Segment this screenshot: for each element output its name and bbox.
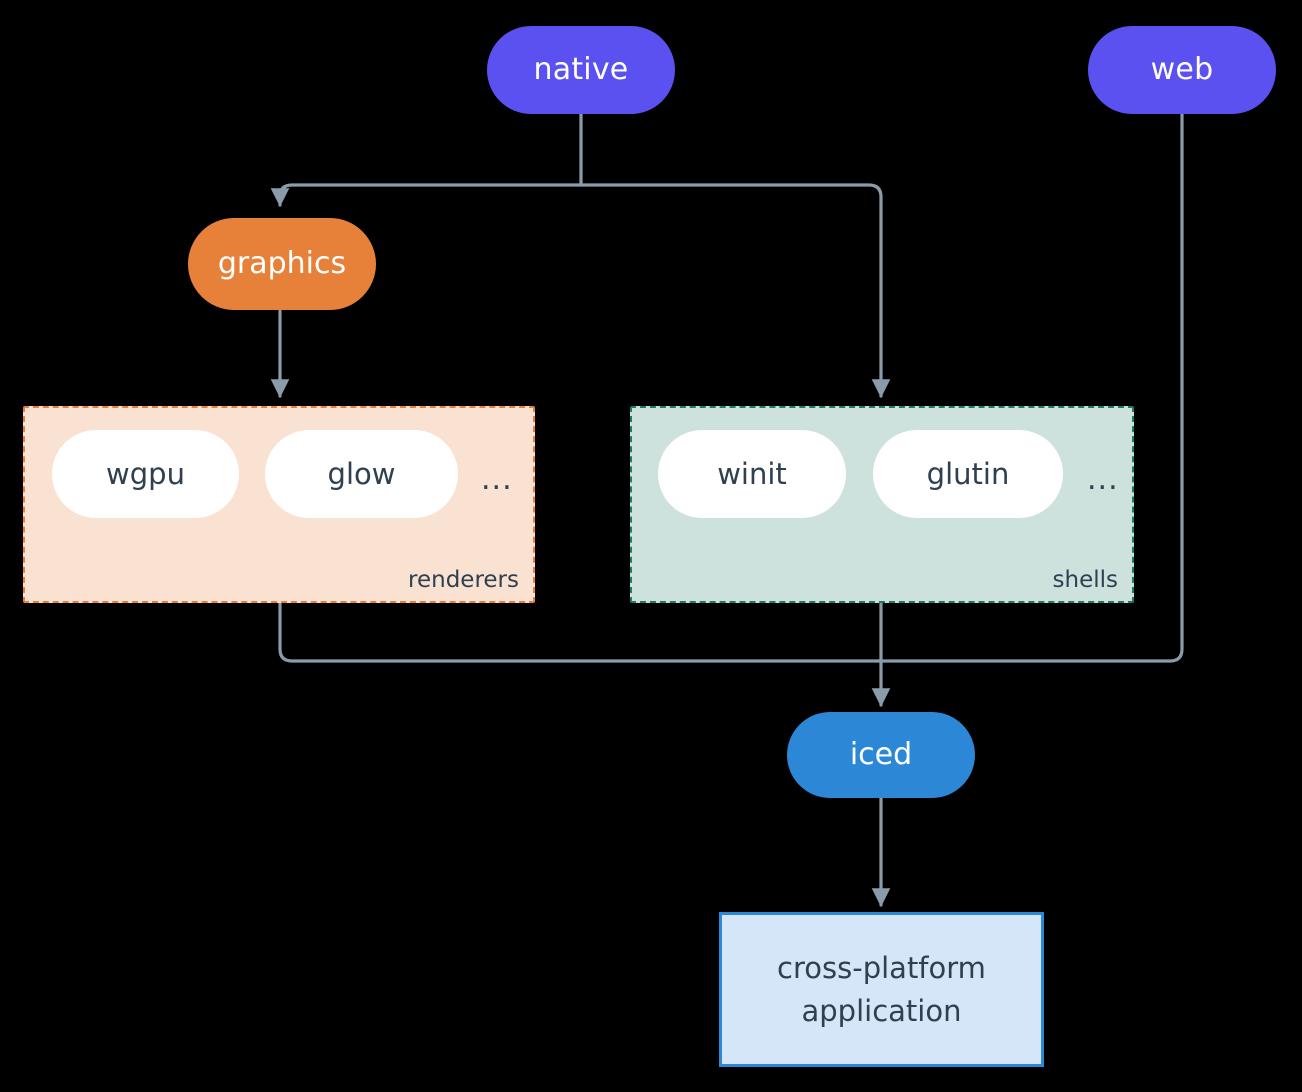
node-application-line2: application bbox=[801, 993, 962, 1028]
cluster-renderers: wgpu glow ... renderers bbox=[23, 406, 535, 603]
shells-more-ellipsis: ... bbox=[1087, 462, 1119, 497]
node-web[interactable]: web bbox=[1088, 26, 1276, 114]
node-iced[interactable]: iced bbox=[787, 712, 975, 798]
cluster-shells-label: shells bbox=[1052, 567, 1118, 593]
edge-native-to-shells bbox=[579, 183, 891, 398]
node-application-line1: cross-platform bbox=[777, 951, 986, 986]
node-graphics[interactable]: graphics bbox=[188, 218, 376, 310]
edge-renderers-to-iced bbox=[278, 601, 883, 663]
renderers-more-ellipsis: ... bbox=[481, 462, 513, 497]
node-native-label: native bbox=[533, 52, 629, 88]
node-graphics-label: graphics bbox=[217, 246, 347, 282]
leaf-glutin[interactable]: glutin bbox=[873, 430, 1063, 518]
cluster-shells: winit glutin ... shells bbox=[630, 406, 1134, 603]
leaf-glutin-label: glutin bbox=[926, 457, 1010, 491]
edge-native-to-graphics bbox=[270, 183, 583, 207]
cluster-renderers-label: renderers bbox=[408, 567, 519, 593]
leaf-winit[interactable]: winit bbox=[658, 430, 846, 518]
node-web-label: web bbox=[1150, 52, 1214, 88]
node-application[interactable]: cross-platform application bbox=[719, 912, 1044, 1067]
leaf-wgpu[interactable]: wgpu bbox=[52, 430, 239, 518]
node-iced-label: iced bbox=[849, 737, 913, 773]
leaf-glow[interactable]: glow bbox=[265, 430, 458, 518]
leaf-glow-label: glow bbox=[327, 457, 396, 491]
leaf-wgpu-label: wgpu bbox=[106, 457, 185, 491]
node-native[interactable]: native bbox=[487, 26, 675, 114]
leaf-winit-label: winit bbox=[717, 457, 787, 491]
